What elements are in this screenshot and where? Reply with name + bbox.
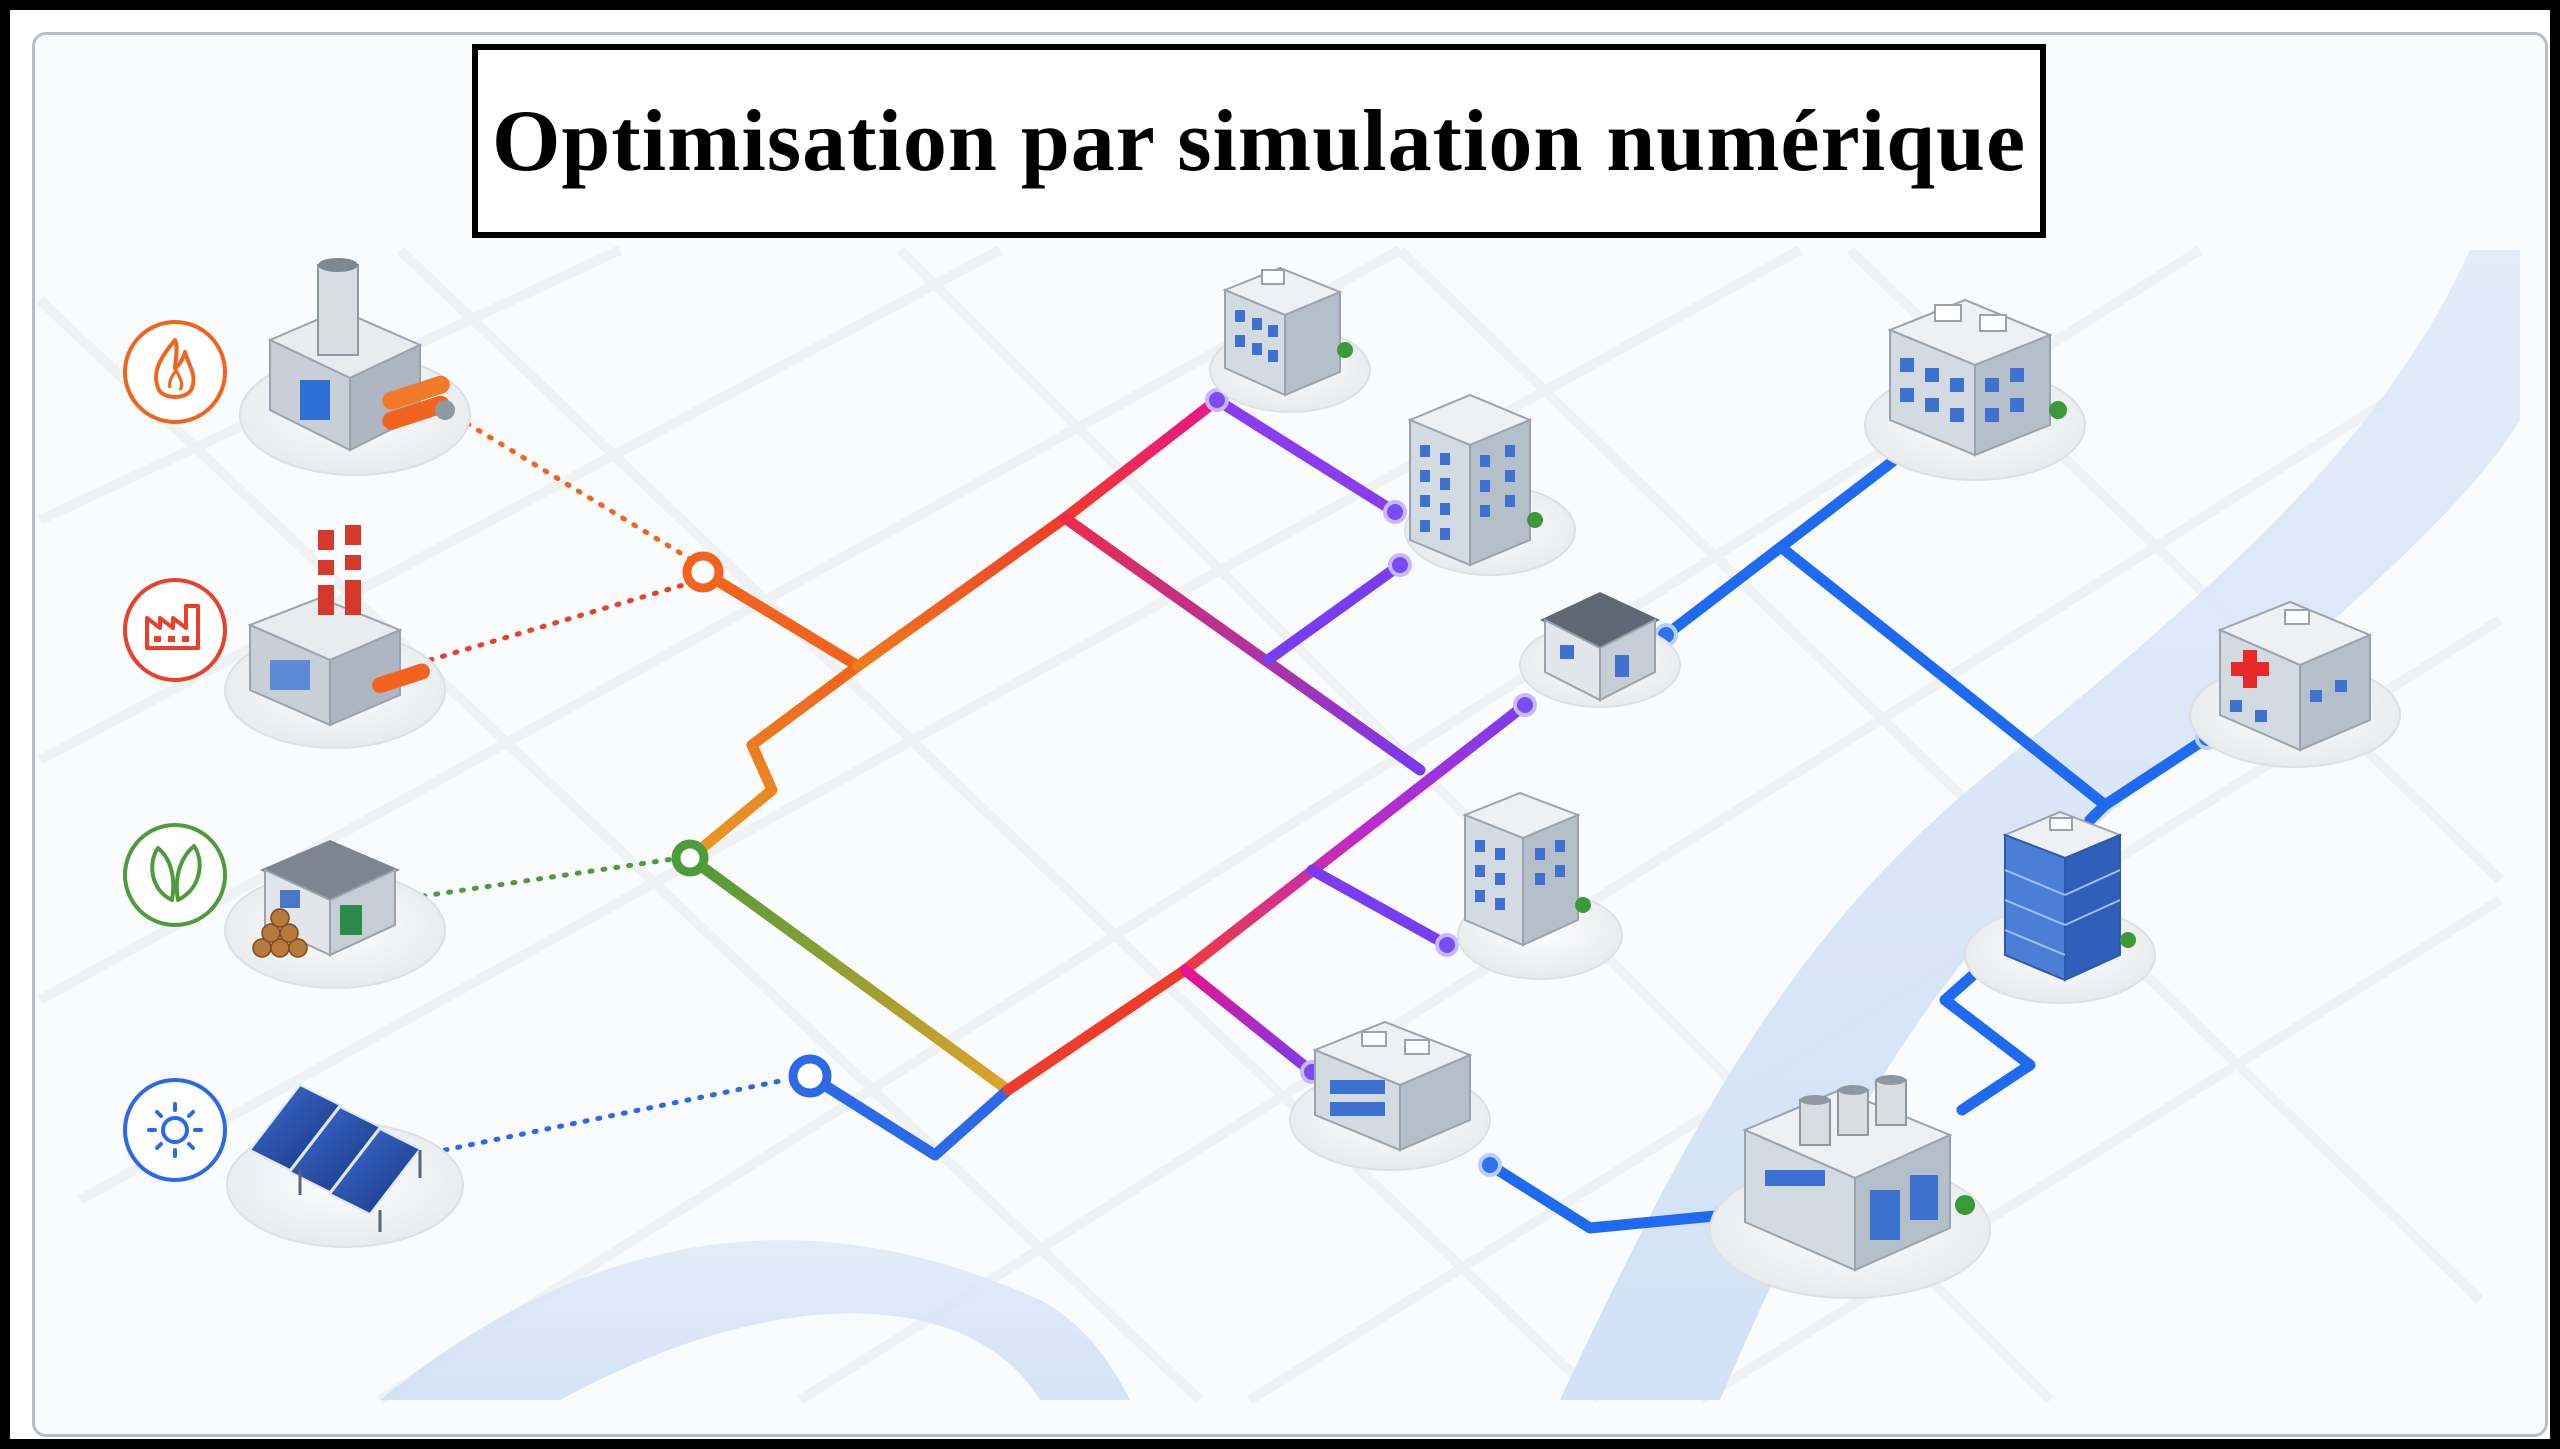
endpoint-node <box>1205 388 1229 412</box>
apartment-tower <box>1404 393 1576 576</box>
low-office-branch-pipe <box>1179 964 1318 1078</box>
factory-pipe <box>1484 1159 1731 1234</box>
tall-office <box>1864 298 2086 481</box>
biomass-junction-node <box>671 839 709 877</box>
house <box>1519 592 1681 708</box>
title-box: Optimisation par simulation numérique <box>472 44 2046 238</box>
glass-tower-pipe <box>1939 947 2036 1116</box>
bottom-trunk-pipe <box>1002 964 1191 1096</box>
tower-feed-pipe <box>1262 559 1406 666</box>
hospital-branch-pipe <box>2099 732 2213 811</box>
endpoint-node <box>1388 553 1412 577</box>
gas-feeder-line <box>442 407 703 568</box>
endpoint-node <box>1478 1153 1502 1177</box>
industry-feeder-line <box>427 577 703 663</box>
green-pipe <box>684 852 1014 1096</box>
river-bottom <box>380 1240 1130 1400</box>
endpoint-node <box>1383 500 1407 524</box>
orange-spine-pipe <box>684 660 864 864</box>
biomass-house <box>224 840 446 989</box>
hospital <box>2189 600 2401 768</box>
main-trunk-pipe <box>852 512 1071 672</box>
solar-feeder-line <box>442 1077 788 1153</box>
industrial-plant <box>224 525 446 749</box>
tower-branch-pipe <box>1211 394 1401 518</box>
office-building <box>1209 266 1371 413</box>
solar-panels <box>226 1083 464 1248</box>
endpoint-node <box>1435 933 1459 957</box>
top-branch-pipe <box>1059 394 1223 524</box>
glass-tower <box>1964 810 2156 1004</box>
residential-branch-pipe <box>1306 864 1453 951</box>
low-office <box>1289 1020 1491 1171</box>
blue-diagonal-pipe <box>1776 542 2111 811</box>
leaf-icon <box>123 823 227 927</box>
gas-plant <box>239 258 471 476</box>
factory-icon <box>123 578 227 682</box>
solar-pipe <box>804 1070 1014 1161</box>
residential-tower <box>1457 791 1623 980</box>
flame-icon <box>123 320 227 424</box>
gas-trunk-pipe <box>697 566 864 672</box>
blue-upper-pipe <box>1660 446 1911 641</box>
gas-junction-node <box>682 551 724 593</box>
solar-junction-node <box>788 1054 832 1098</box>
endpoint-node <box>1513 693 1537 717</box>
factory <box>1709 1075 1991 1299</box>
up-branch-pipe <box>1179 699 1531 976</box>
page-title: Optimisation par simulation numérique <box>491 92 2027 190</box>
sun-icon <box>123 1078 227 1182</box>
center-diagonal-pipe <box>1059 512 1426 776</box>
hospital-drop-pipe <box>2084 799 2111 826</box>
